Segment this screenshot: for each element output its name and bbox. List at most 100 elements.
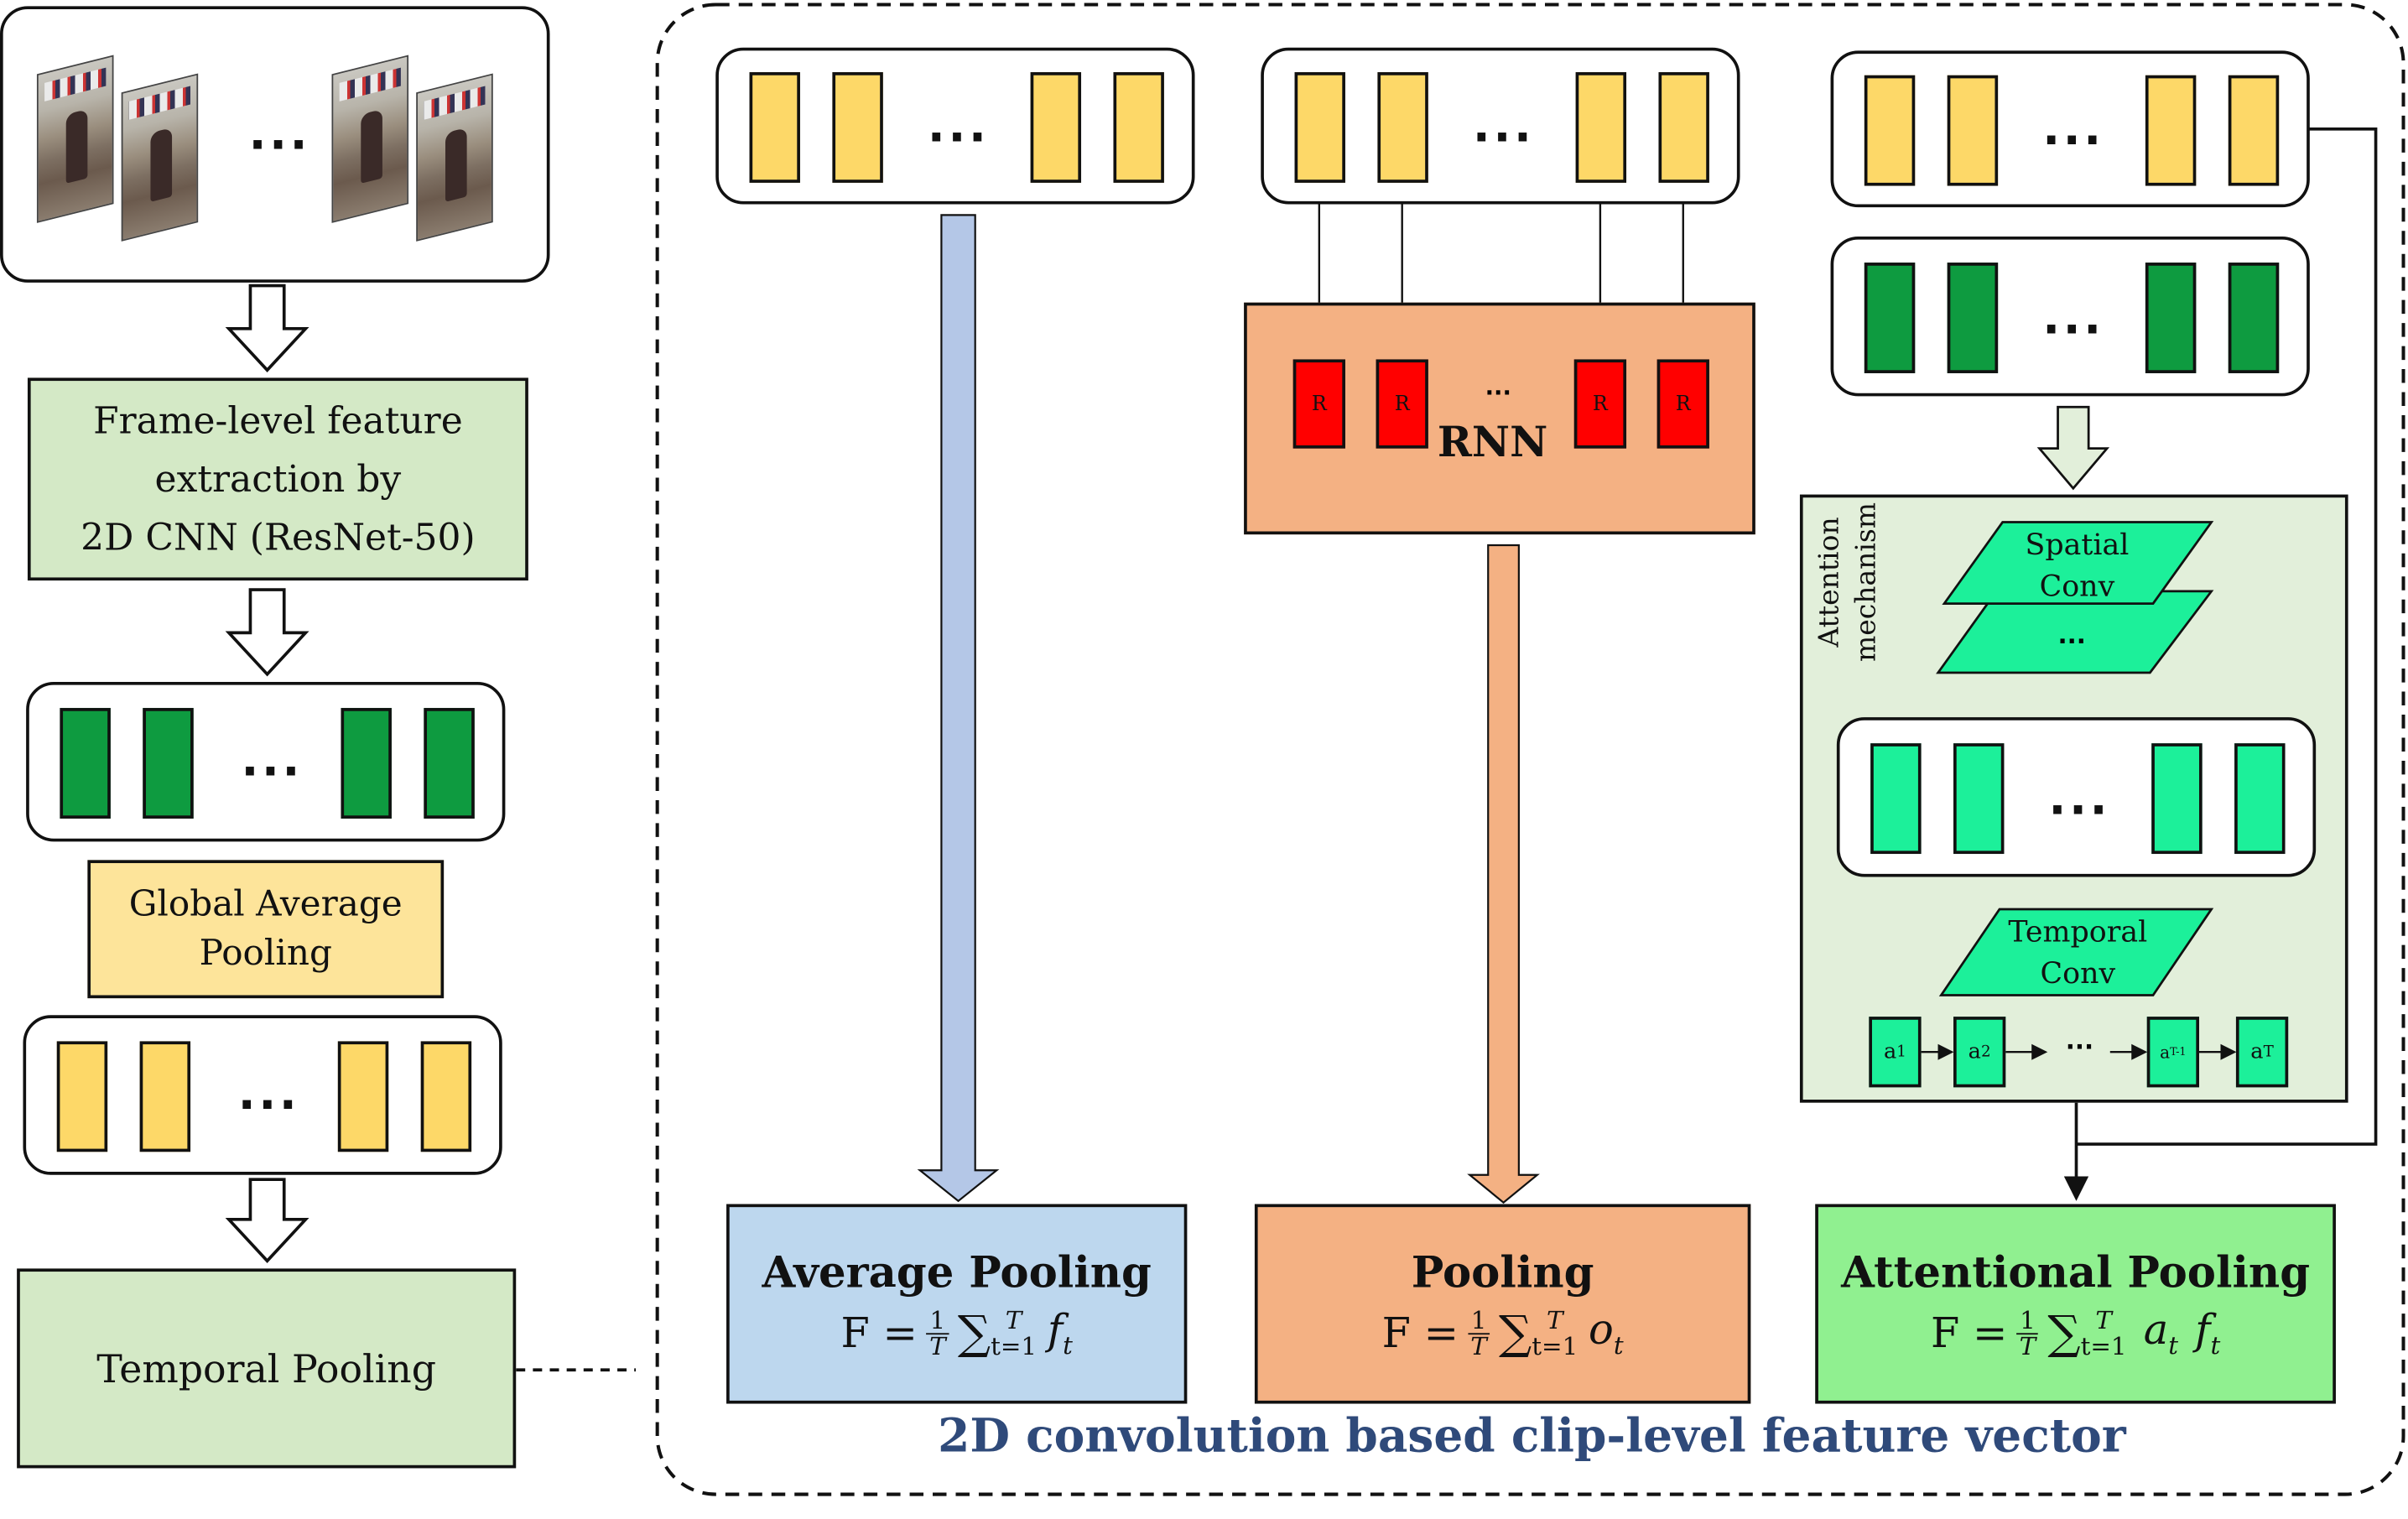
- rnn-cell: R: [1656, 359, 1709, 449]
- avg-input-vectors: ...: [715, 47, 1195, 205]
- formula-term1-sub: t: [2168, 1330, 2178, 1360]
- formula-sum-upper: T: [1546, 1305, 1563, 1335]
- feature-extraction-line2: extraction by: [154, 457, 402, 501]
- spatial-conv-layer-front: [1942, 521, 2214, 605]
- feature-map-cell: [341, 708, 392, 819]
- down-arrow-2: [225, 588, 309, 677]
- frame-vector-cell: [832, 72, 883, 183]
- global-average-pooling-box: Global Average Pooling: [87, 860, 445, 999]
- feature-maps-ellipsis: ...: [241, 734, 304, 788]
- formula-numerator: 1: [1468, 1308, 1490, 1335]
- feature-map-cell: [1864, 263, 1916, 373]
- attn-feature-maps: ...: [1830, 236, 2310, 397]
- frame-vector-cell: [2145, 75, 2197, 186]
- attended-map-cell: [2151, 743, 2203, 855]
- rnn-branch-arrow: [1467, 544, 1540, 1204]
- weight-index: T: [2263, 1043, 2274, 1061]
- feature-map-cell: [2228, 263, 2280, 373]
- temporal-conv-label: Temporal Conv: [1994, 913, 2162, 996]
- formula-numerator: 1: [926, 1308, 949, 1335]
- temporal-conv-layer: [1938, 908, 2214, 996]
- weight-symbol: a: [1968, 1039, 1981, 1064]
- rnn-cell: R: [1573, 359, 1627, 449]
- weight-index: 1: [1896, 1043, 1906, 1061]
- attn-input-vectors: ...: [1830, 50, 2310, 208]
- clip-level-panel-border: [655, 3, 2405, 1496]
- attended-map-cell: [1953, 743, 2005, 855]
- frames-ellipsis: ...: [248, 107, 311, 162]
- rnn-input-vectors: ...: [1261, 47, 1740, 205]
- frame-vector-cell: [1864, 75, 1916, 186]
- feature-extraction-line3: 2D CNN (ResNet-50): [81, 516, 476, 559]
- rnn-cell: R: [1376, 359, 1428, 449]
- formula-sum-upper: T: [1005, 1305, 1022, 1335]
- rnn-cells-ellipsis: ...: [1485, 372, 1511, 401]
- attentional-pooling-title: Attentional Pooling: [1841, 1246, 2311, 1298]
- formula-term-sub: t: [1613, 1330, 1624, 1360]
- formula-lhs: F =: [840, 1309, 918, 1358]
- formula-term1: a: [2143, 1307, 2169, 1355]
- temporal-pooling-label: Temporal Pooling: [96, 1345, 437, 1391]
- frame-vector-cell: [337, 1041, 389, 1152]
- weight-index: T-1: [2170, 1045, 2187, 1059]
- temporal-conv-line2: Conv: [2040, 956, 2116, 991]
- formula-denominator: T: [1470, 1331, 1487, 1361]
- attn-feature-maps-ellipsis: ...: [2042, 291, 2104, 346]
- attention-weights-ellipsis: ...: [2065, 1026, 2094, 1055]
- weight-index: 2: [1980, 1043, 1991, 1061]
- temporal-pooling-box: Temporal Pooling: [17, 1268, 517, 1469]
- formula-denominator: T: [929, 1331, 946, 1361]
- formula-sum-upper: T: [2095, 1305, 2112, 1335]
- frame-feature-maps-container: ...: [26, 681, 506, 842]
- rnn-input-ellipsis: ...: [1472, 100, 1535, 154]
- feature-map-cell: [2145, 263, 2197, 373]
- attended-maps-ellipsis: ...: [2048, 772, 2111, 827]
- frame-vector-cell: [1113, 72, 1164, 183]
- down-arrow-1: [225, 284, 309, 372]
- left-hollow-arrows: [225, 284, 309, 1263]
- spatial-conv-line1: Spatial: [2025, 528, 2130, 563]
- feature-extraction-line1: Frame-level feature: [93, 399, 463, 443]
- frame-vector-cell: [1377, 72, 1428, 183]
- attn-skip-connector: [2076, 127, 2378, 1146]
- frame-vector-cell: [1947, 75, 1999, 186]
- frame-vectors-ellipsis: ...: [237, 1067, 300, 1121]
- spatial-conv-ellipsis: ...: [2057, 620, 2086, 650]
- clip-level-caption: 2D convolution based clip-level feature …: [938, 1409, 2126, 1464]
- feature-map-cell: [143, 708, 194, 819]
- frame-vector-cell: [1658, 72, 1709, 183]
- formula-term-sub: t: [1063, 1330, 1073, 1360]
- formula-term: o: [1589, 1307, 1614, 1355]
- feature-map-cell: [60, 708, 111, 819]
- formula-term2-sub: t: [2210, 1330, 2221, 1360]
- down-arrow-3: [225, 1178, 309, 1263]
- attn-attended-maps: ...: [1836, 717, 2317, 877]
- weight-symbol: a: [1883, 1039, 1897, 1064]
- formula-denominator: T: [2019, 1331, 2036, 1361]
- attn-hollow-arrow: [2036, 405, 2110, 491]
- frame-vector-cell: [420, 1041, 472, 1152]
- formula-sum-lower: t=1: [2080, 1331, 2127, 1361]
- formula-term2: f: [2195, 1307, 2211, 1355]
- attended-map-cell: [1870, 743, 1922, 855]
- formula-lhs: F =: [1930, 1309, 2008, 1358]
- feature-extraction-box: Frame-level feature extraction by 2D CNN…: [27, 377, 528, 581]
- rnn-cell: R: [1292, 359, 1345, 449]
- weight-symbol: a: [2160, 1042, 2171, 1063]
- rnn-label: RNN: [1437, 419, 1548, 467]
- average-pooling-title: Average Pooling: [762, 1246, 1152, 1298]
- weight-symbol: a: [2250, 1039, 2264, 1064]
- formula-sum-lower: t=1: [991, 1331, 1038, 1361]
- rnn-block: R R ... R R RNN: [1244, 302, 1755, 535]
- feature-map-cell: [1947, 263, 1999, 373]
- attended-map-cell: [2234, 743, 2286, 855]
- feature-map-cell: [424, 708, 475, 819]
- rnn-pooling-title: Pooling: [1411, 1246, 1594, 1298]
